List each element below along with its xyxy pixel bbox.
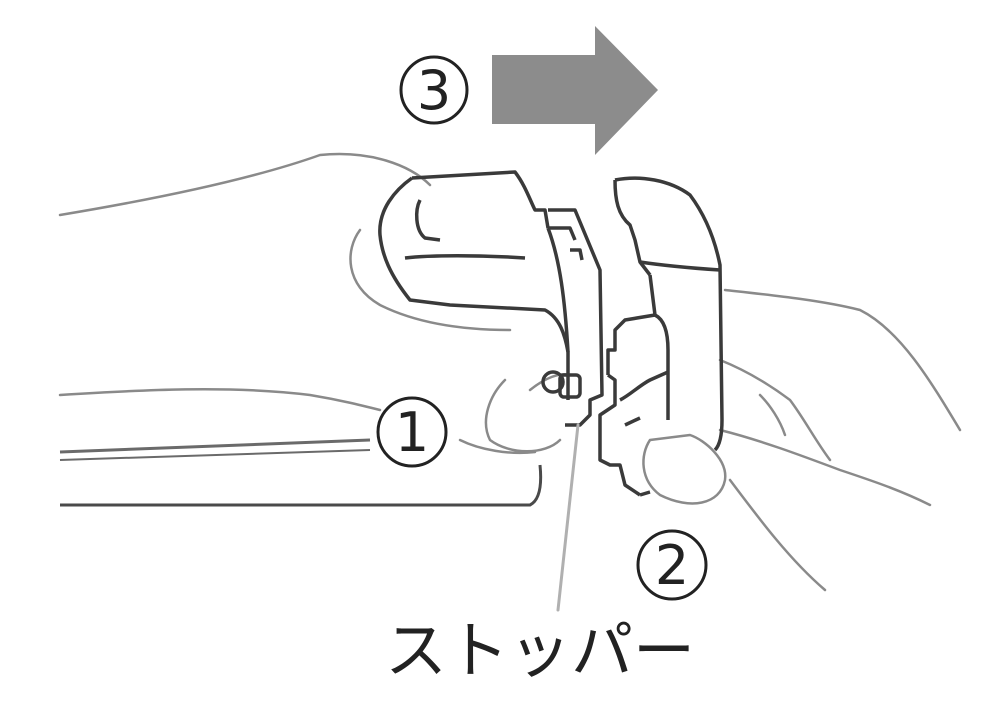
right-hand — [642, 288, 962, 592]
step-3-number: 3 — [417, 59, 451, 122]
stopper-leader-line — [556, 423, 580, 612]
step-2-circle — [636, 529, 708, 601]
device-cap — [378, 170, 604, 427]
slide-direction-arrow — [492, 26, 658, 155]
arrow-right-icon — [492, 26, 658, 155]
step-1-circle — [376, 396, 448, 468]
step-1-marker: 1 — [376, 396, 448, 468]
step-2-marker: 2 — [636, 529, 708, 601]
left-hand — [58, 152, 572, 455]
step-3-marker: 3 — [399, 55, 469, 125]
device-body — [59, 438, 543, 507]
stopper-callout-label: ストッパー — [385, 614, 695, 687]
step-2-number: 2 — [655, 534, 689, 597]
detached-part — [598, 176, 724, 497]
step-3-circle — [399, 55, 469, 125]
step-1-number: 1 — [395, 401, 429, 464]
